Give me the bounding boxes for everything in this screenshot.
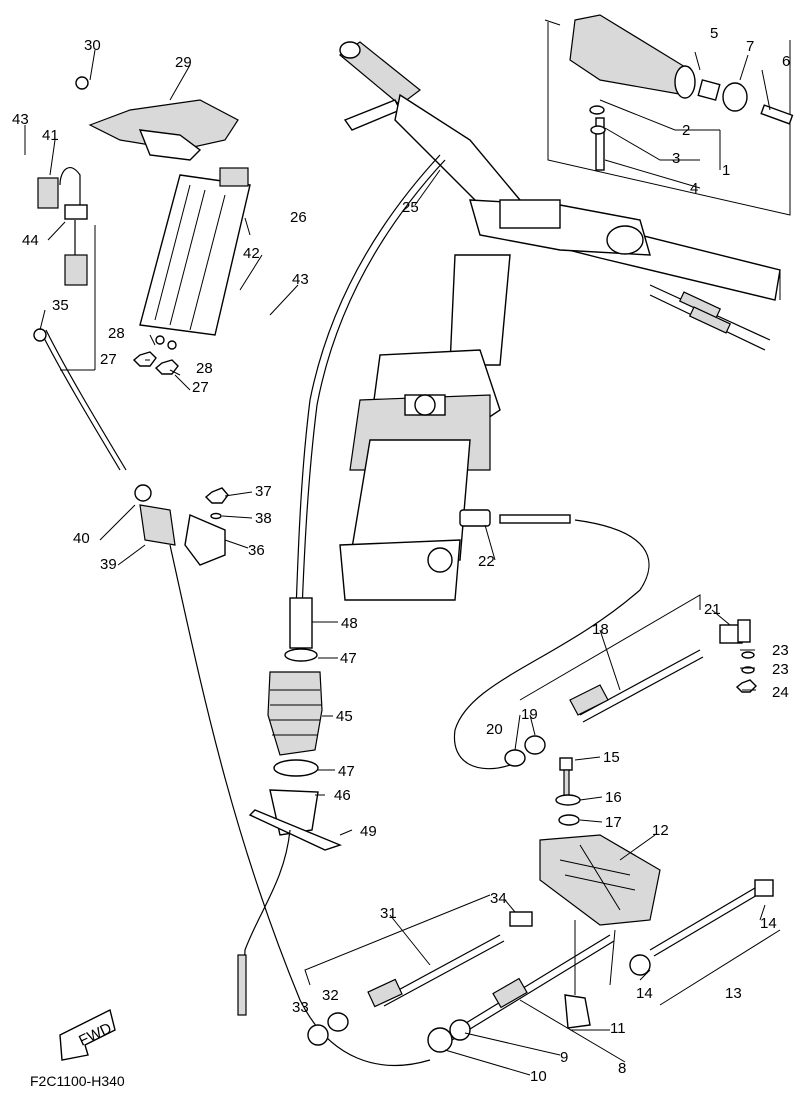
callout-25: 25 — [402, 199, 419, 216]
callout-13: 13 — [725, 985, 742, 1002]
callout-5: 5 — [710, 25, 718, 42]
callout-43b: 43 — [292, 271, 309, 288]
callout-22: 22 — [478, 553, 495, 570]
callout-34: 34 — [490, 890, 507, 907]
callout-26: 26 — [290, 209, 307, 226]
callout-36: 36 — [248, 542, 265, 559]
bracket-12 — [539, 757, 661, 926]
handlebar-assembly — [338, 41, 781, 351]
callout-30: 30 — [84, 37, 101, 54]
callout-20: 20 — [486, 721, 503, 738]
callout-1: 1 — [722, 162, 730, 179]
callout-33: 33 — [292, 999, 309, 1016]
callout-47b: 47 — [338, 763, 355, 780]
callout-4: 4 — [690, 180, 698, 197]
callout-40: 40 — [73, 530, 90, 547]
cable-18-22 — [453, 509, 757, 770]
callout-labels: 1 2 3 4 5 6 7 8 9 10 11 12 13 14 14 15 1… — [12, 25, 790, 1085]
callout-6: 6 — [782, 53, 790, 70]
callout-12: 12 — [652, 822, 669, 839]
bracket-26 — [75, 76, 251, 375]
fwd-arrow: FWD — [59, 1008, 116, 1061]
callout-16: 16 — [605, 789, 622, 806]
drawing-code: F2C1100-H340 — [30, 1073, 125, 1089]
boot-assembly — [237, 597, 343, 1016]
callout-3: 3 — [672, 150, 680, 167]
callout-37: 37 — [255, 483, 272, 500]
callout-19: 19 — [521, 706, 538, 723]
callout-14b: 14 — [636, 985, 653, 1002]
steering-cable-25 — [295, 154, 446, 611]
callout-47: 47 — [340, 650, 357, 667]
callout-24: 24 — [772, 684, 789, 701]
steering-column — [339, 254, 511, 601]
callout-7: 7 — [746, 38, 754, 55]
callout-15: 15 — [603, 749, 620, 766]
callout-31: 31 — [380, 905, 397, 922]
callout-41: 41 — [42, 127, 59, 144]
callout-48: 48 — [341, 615, 358, 632]
callout-35: 35 — [52, 297, 69, 314]
callout-29: 29 — [175, 54, 192, 71]
callout-21: 21 — [704, 601, 721, 618]
callout-11: 11 — [610, 1020, 626, 1037]
throttle-grip-detail — [544, 14, 794, 300]
lower-cables — [307, 879, 774, 1053]
callout-9: 9 — [560, 1049, 568, 1066]
callout-23: 23 — [772, 642, 789, 659]
callout-14: 14 — [760, 915, 777, 932]
callout-45: 45 — [336, 708, 353, 725]
callout-42: 42 — [243, 245, 260, 262]
callout-43: 43 — [12, 111, 29, 128]
callout-27: 27 — [100, 351, 117, 368]
callout-17: 17 — [605, 814, 622, 831]
callout-23b: 23 — [772, 661, 789, 678]
leader-lines — [24, 49, 781, 1076]
callout-32: 32 — [322, 987, 339, 1004]
callout-38: 38 — [255, 510, 272, 527]
callout-27b: 27 — [192, 379, 209, 396]
callout-18: 18 — [592, 621, 609, 638]
callout-46: 46 — [334, 787, 351, 804]
callout-39: 39 — [100, 556, 117, 573]
callout-10: 10 — [530, 1068, 547, 1085]
callout-2: 2 — [682, 122, 690, 139]
sensor-cable-left — [33, 167, 431, 1066]
callout-8: 8 — [618, 1060, 626, 1077]
callout-49: 49 — [360, 823, 377, 840]
callout-28: 28 — [108, 325, 125, 342]
callout-28b: 28 — [196, 360, 213, 377]
callout-44: 44 — [22, 232, 39, 249]
